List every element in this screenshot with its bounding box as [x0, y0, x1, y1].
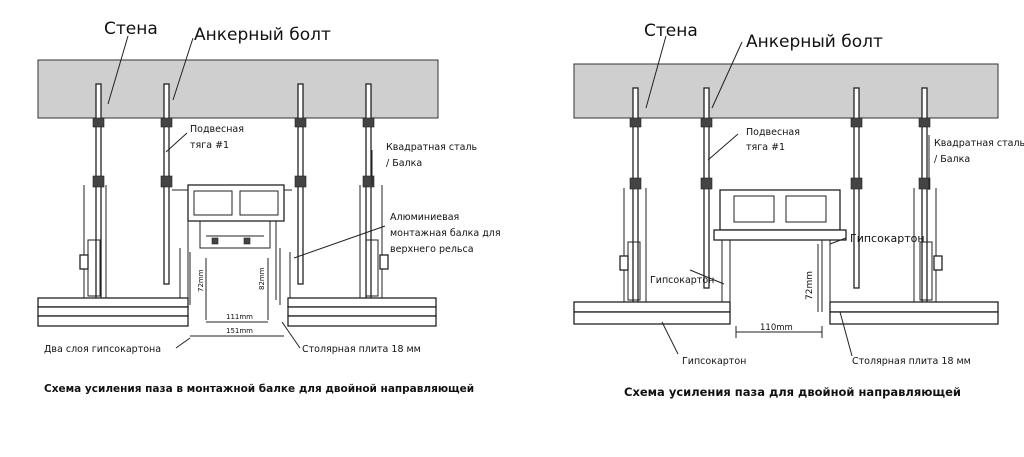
- left-caption: Схема усиления паза в монтажной балке дл…: [44, 383, 474, 395]
- right-square-steel-label-2: / Балка: [934, 154, 970, 165]
- left-top-rail: [179, 184, 291, 305]
- right-plywood-label: Столярная плита 18 мм: [852, 356, 971, 367]
- left-rod-label-1: Подвесная: [190, 124, 244, 135]
- right-gypsum-right-label: Гипсокартон: [850, 232, 925, 245]
- right-square-steel-label-1: Квадратная сталь: [934, 138, 1024, 149]
- left-rods: [92, 83, 375, 301]
- left-diagram: 111mm 151mm 72mm 82mm Стена Анкерный бол…: [37, 19, 501, 395]
- left-dim-82: 82mm: [258, 267, 266, 290]
- right-gypsum-left-label: Гипсокартон: [650, 275, 714, 286]
- left-rod-label-2: тяга #1: [190, 140, 229, 151]
- left-dim-72: 72mm: [197, 269, 205, 292]
- right-leaders: [645, 35, 930, 357]
- left-dim-111: 111mm: [226, 313, 253, 321]
- right-diagram: 110mm 72mm Стена Анкерный болт Подвесная…: [573, 21, 1024, 399]
- left-square-steel-label-1: Квадратная сталь: [386, 142, 478, 153]
- left-leaders: [107, 35, 386, 349]
- left-dim-151: 151mm: [226, 327, 253, 335]
- right-dim-110: 110mm: [760, 323, 793, 333]
- right-dim-72: 72mm: [805, 271, 815, 300]
- left-alu-beam-label-3: верхнего рельса: [390, 244, 474, 255]
- right-anchor-bolt-label: Анкерный болт: [746, 32, 883, 52]
- right-wall-label: Стена: [644, 21, 698, 41]
- right-rod-label-1: Подвесная: [746, 127, 800, 138]
- right-rod-label-2: тяга #1: [746, 142, 785, 153]
- left-anchor-bolt-label: Анкерный болт: [194, 25, 331, 45]
- right-gypsum-bottom-label: Гипсокартон: [682, 356, 746, 367]
- left-boards: [37, 297, 437, 327]
- left-square-steel-label-2: / Балка: [386, 158, 422, 169]
- left-two-layers-label: Два слоя гипсокартона: [44, 344, 161, 355]
- right-caption: Схема усиления паза для двойной направля…: [624, 385, 961, 399]
- left-wall-label: Стена: [104, 19, 158, 39]
- left-alu-beam-label-1: Алюминиевая: [390, 212, 459, 223]
- right-boards: [573, 301, 999, 325]
- right-dimensions: 110mm 72mm: [735, 244, 823, 338]
- left-alu-beam-label-2: монтажная балка для: [390, 228, 501, 239]
- right-top-rail: [713, 189, 847, 312]
- left-dimensions: 111mm 151mm 72mm 82mm: [190, 258, 284, 337]
- left-plywood-label: Столярная плита 18 мм: [302, 344, 421, 355]
